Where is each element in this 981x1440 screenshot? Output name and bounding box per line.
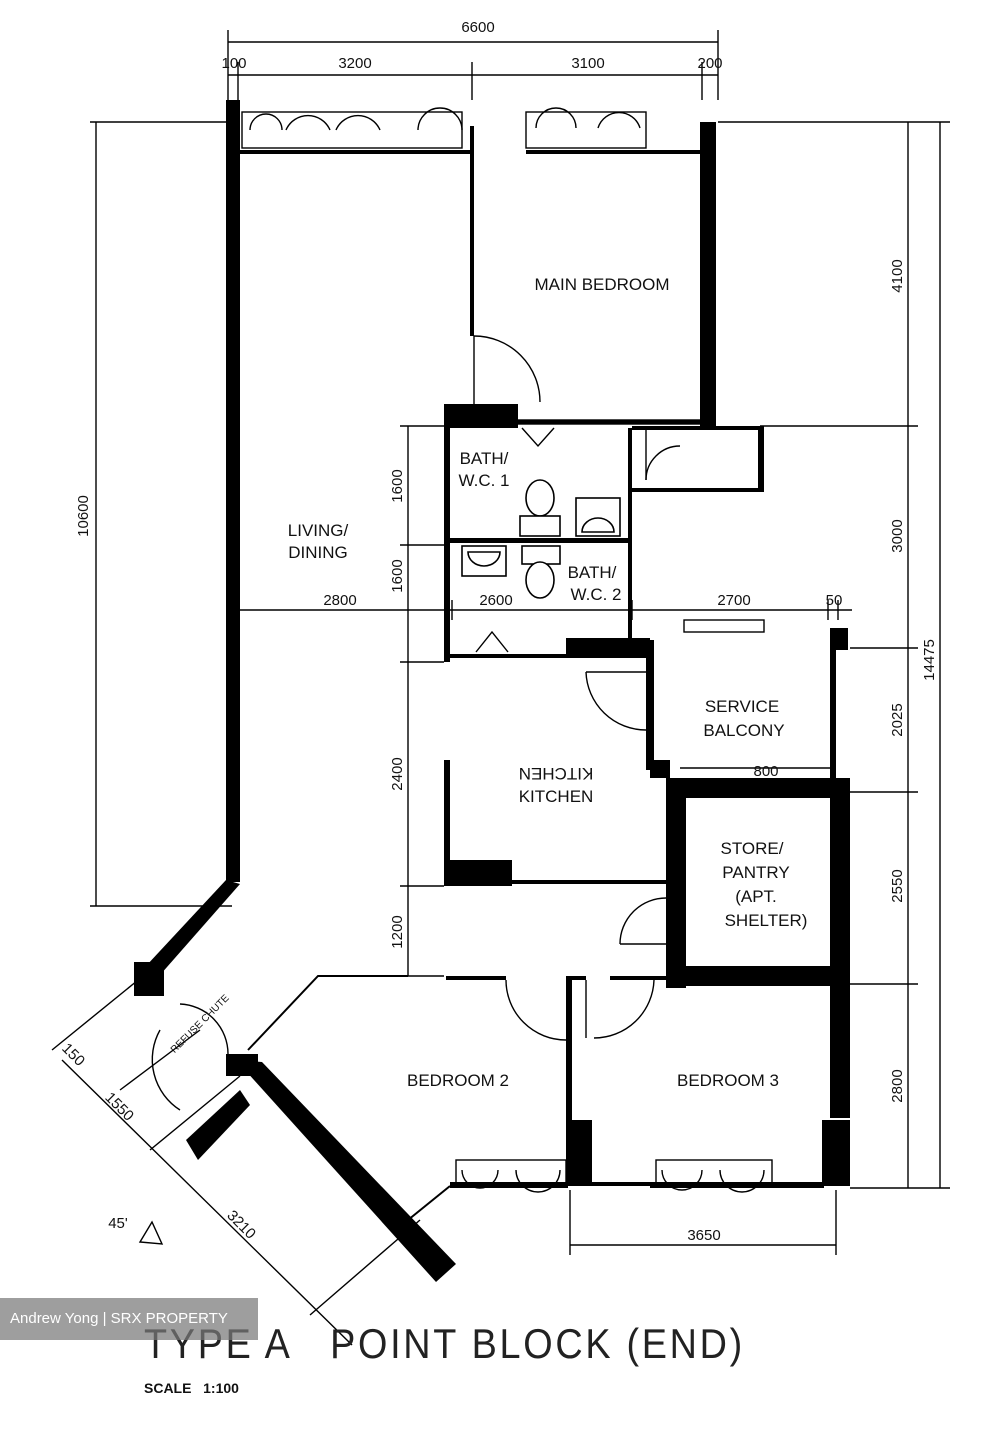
- dim-bottom-3650: 3650: [687, 1227, 720, 1244]
- dim-top-3100: 3100: [571, 55, 604, 72]
- room-service-balcony-line1: SERVICE: [705, 697, 779, 716]
- dim-top-3200: 3200: [338, 55, 371, 72]
- dim-left-10600: 10600: [75, 495, 92, 537]
- room-store-line2: PANTRY: [722, 863, 789, 882]
- windows-doors: [151, 107, 830, 1193]
- dim-mid-1600b: 1600: [389, 559, 406, 592]
- room-bath1-line1: BATH/: [460, 449, 509, 468]
- dim-right-3000: 3000: [889, 519, 906, 552]
- room-bath2-line2: W.C. 2: [570, 585, 621, 604]
- dim-top-200: 200: [697, 55, 722, 72]
- room-bedroom-2: BEDROOM 2: [407, 1071, 509, 1090]
- north-arrow-icon: [138, 1220, 164, 1245]
- north-angle-label: 45': [108, 1215, 128, 1232]
- dim-mid-2400: 2400: [389, 757, 406, 790]
- dim-top-100: 100: [221, 55, 246, 72]
- plan-scale: SCALE 1:100: [144, 1380, 239, 1396]
- room-store-line4: SHELTER): [725, 911, 808, 930]
- dimension-labels: 6600 100 3200 3100 200 10600 4100 3000 1…: [58, 19, 938, 1244]
- room-service-balcony-line2: BALCONY: [703, 721, 784, 740]
- dim-right-2550: 2550: [889, 869, 906, 902]
- room-bath2-line1: BATH/: [568, 563, 617, 582]
- dim-right-2025: 2025: [889, 703, 906, 736]
- dimension-lines: [51, 30, 950, 1346]
- dim-mid-50: 50: [826, 592, 843, 609]
- dim-right-2800: 2800: [889, 1069, 906, 1102]
- room-bath1-line2: W.C. 1: [458, 471, 509, 490]
- dim-balcony-800: 800: [753, 763, 778, 780]
- dim-mid-2800: 2800: [323, 592, 356, 609]
- dim-mid-2600: 2600: [479, 592, 512, 609]
- dim-bottom-150: 150: [58, 1040, 88, 1070]
- dim-top-total: 6600: [461, 19, 494, 36]
- room-main-bedroom: MAIN BEDROOM: [534, 275, 669, 294]
- dim-mid-1600a: 1600: [389, 469, 406, 502]
- dim-mid-1200: 1200: [389, 915, 406, 948]
- room-living-dining-line1: LIVING/: [288, 521, 349, 540]
- room-kitchen-line1: KITCHEN: [519, 764, 594, 783]
- dim-right-14475: 14475: [921, 639, 938, 681]
- dim-mid-2700: 2700: [717, 592, 750, 609]
- room-refuse-chute: REFUSE CHUTE: [169, 993, 232, 1056]
- room-store-line3: (APT.: [735, 887, 777, 906]
- dim-bottom-1550: 1550: [101, 1089, 137, 1125]
- dim-right-4100: 4100: [889, 259, 906, 292]
- room-store-line1: STORE/: [721, 839, 784, 858]
- room-kitchen-line2: KITCHEN: [519, 787, 594, 806]
- watermark: Andrew Yong | SRX PROPERTY: [0, 1298, 258, 1340]
- room-living-dining-line2: DINING: [288, 543, 348, 562]
- bath-fixtures: [461, 479, 621, 599]
- room-bedroom-3: BEDROOM 3: [677, 1071, 779, 1090]
- walls: [134, 100, 850, 1282]
